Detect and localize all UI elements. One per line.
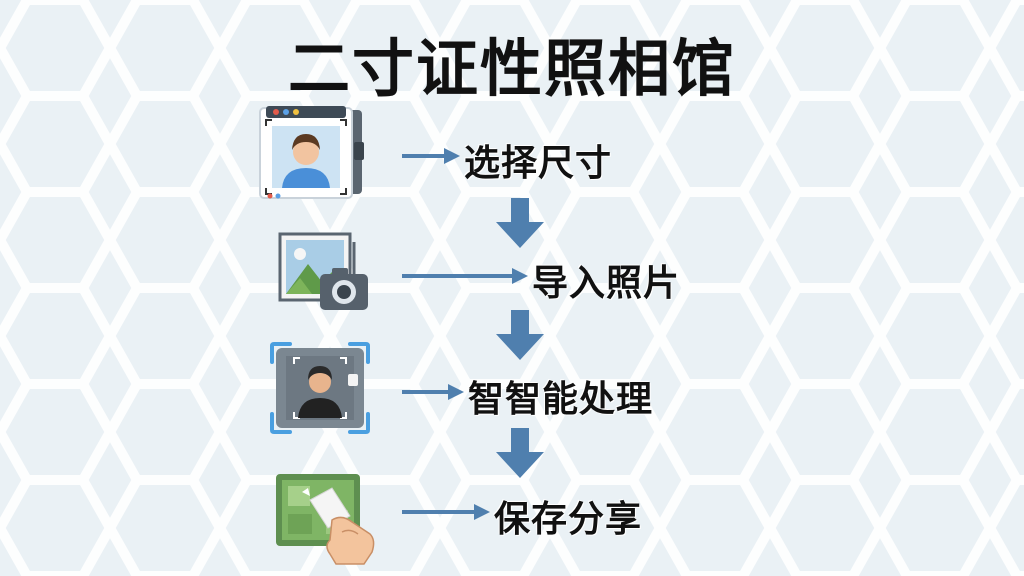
step-label-import-photo: 导入照片: [532, 263, 681, 304]
arrow-down-1: [496, 198, 544, 248]
page-title: 二寸证性照相馆: [287, 32, 736, 105]
step-label-save-share: 保存分享: [494, 499, 643, 540]
face-scan-icon: [270, 342, 370, 434]
photo-frame-portrait-icon: [259, 106, 364, 199]
arrow-down-3: [496, 428, 544, 478]
hand-holding-photo-icon: [276, 474, 375, 565]
step-label-select-size: 选择尺寸: [464, 143, 613, 184]
arrow-right-1: [402, 148, 460, 164]
step-label-smart-process: 智智能处理: [468, 379, 654, 420]
landscape-camera-icon: [278, 232, 368, 310]
arrow-right-3: [402, 384, 464, 400]
arrow-down-2: [496, 310, 544, 360]
arrow-right-2: [402, 268, 528, 284]
arrow-right-4: [402, 504, 490, 520]
